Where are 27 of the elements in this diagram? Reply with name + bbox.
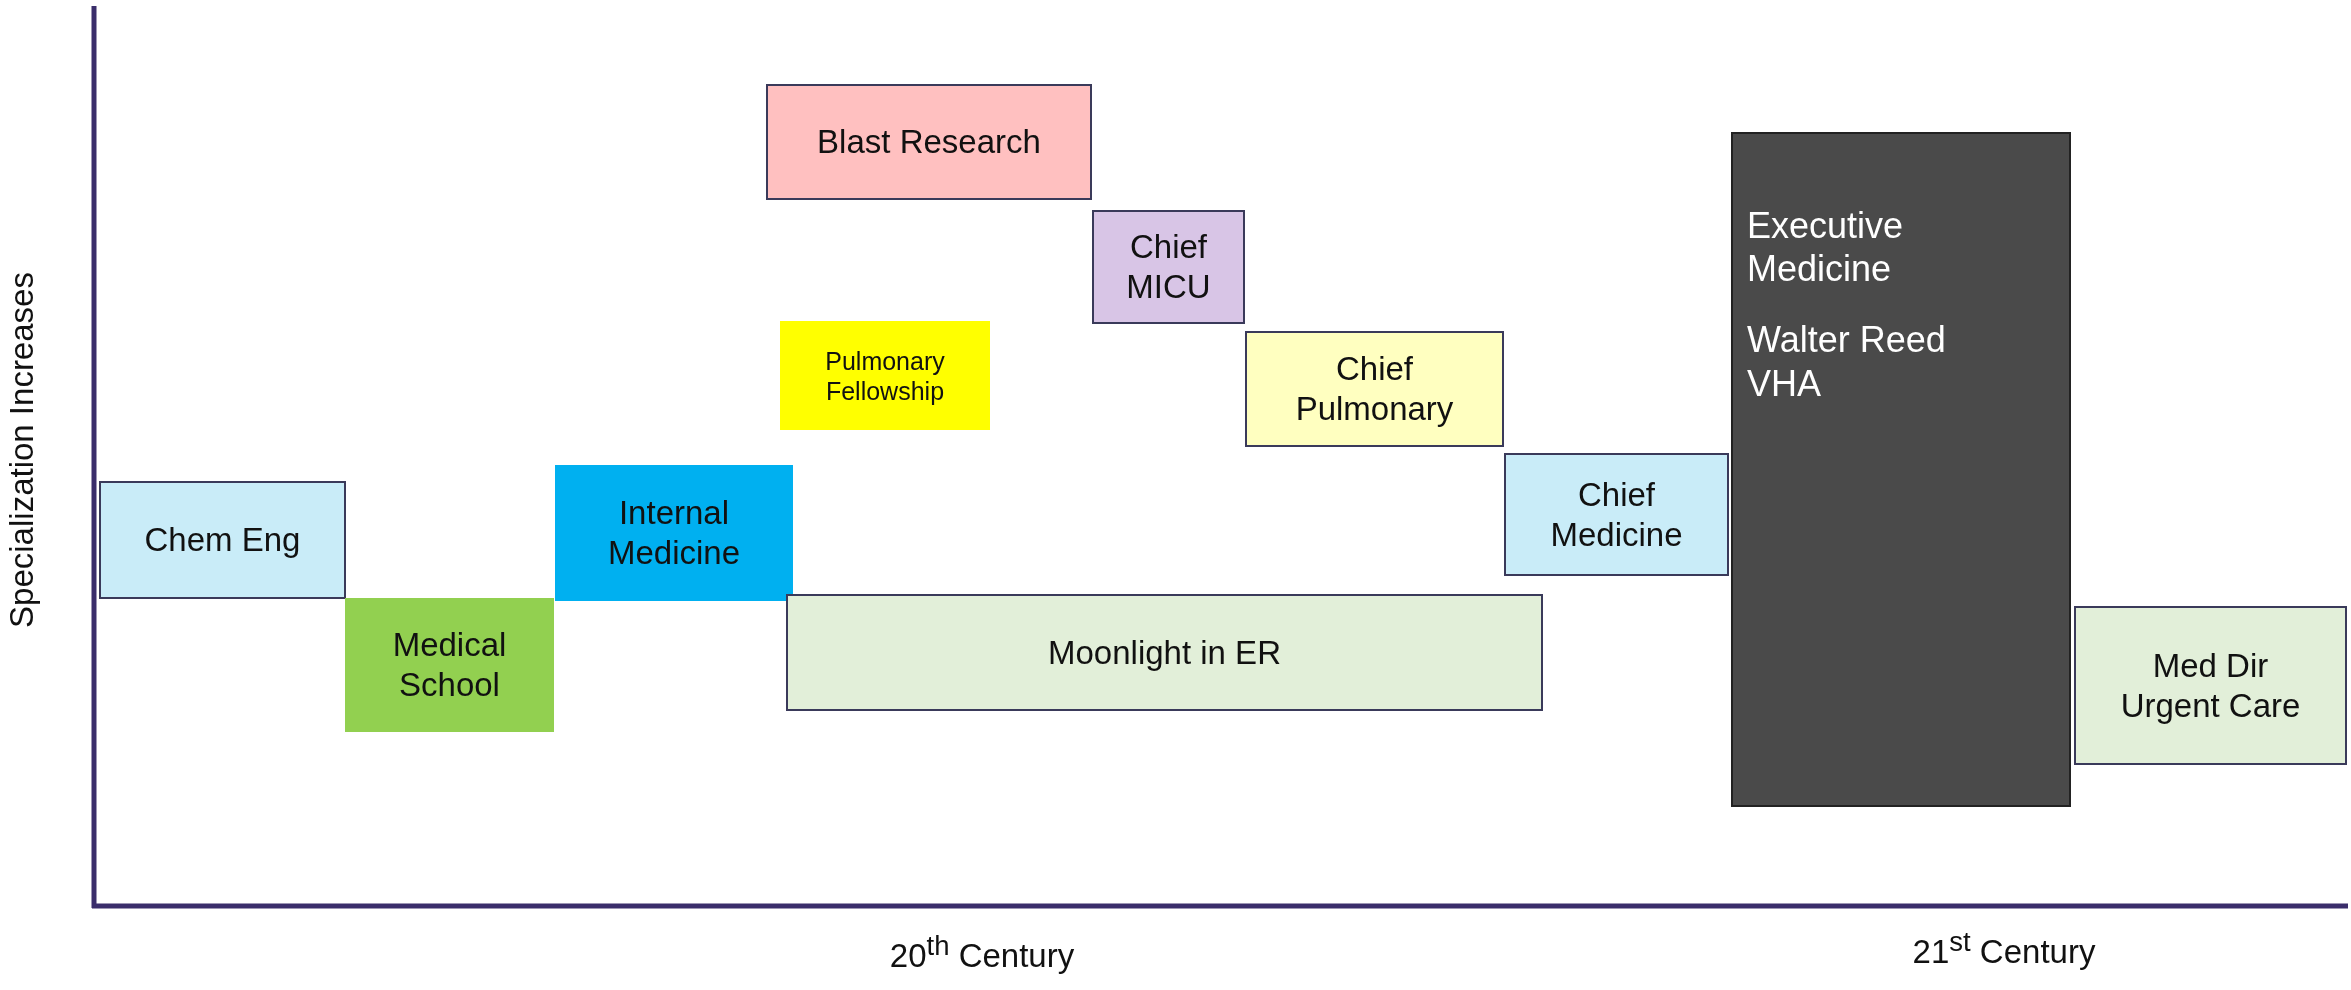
box-text: Pulmonary Fellowship <box>824 345 946 406</box>
career-stage-box <box>1245 331 1504 447</box>
box-text: Medical School <box>391 625 508 705</box>
box-text: Internal Medicine <box>606 493 742 573</box>
box-text: Walter Reed <box>1746 318 1947 362</box>
axis-label: Specialization Increases <box>3 272 41 628</box>
career-stage-box <box>1504 453 1729 576</box>
career-stage-box <box>1731 132 2071 807</box>
career-stage-box <box>1092 210 1245 324</box>
axis-label: 20$^{th}$ Century <box>889 929 1075 975</box>
box-text: Med Dir Urgent Care <box>2119 645 2302 726</box>
career-stage-box <box>766 84 1092 200</box>
box-text: VHA <box>1746 361 1823 405</box>
career-stage-box <box>555 465 793 601</box>
box-text: Moonlight in ER <box>1047 632 1282 673</box>
box-text: Chief Pulmonary <box>1294 349 1455 429</box>
box-text: Chem Eng <box>143 520 302 560</box>
box-text: Blast Research <box>816 122 1042 162</box>
career-stage-box <box>780 321 990 430</box>
career-stage-box <box>99 481 346 599</box>
axis-label: 21$^{st}$ Century <box>1912 925 2096 971</box>
box-text: Executive Medicine <box>1746 204 1905 291</box>
career-stage-box <box>2074 606 2347 765</box>
box-text: Chief Medicine <box>1549 474 1684 555</box>
box-text: Chief MICU <box>1125 227 1212 307</box>
career-stage-box <box>345 598 554 732</box>
career-stage-box <box>786 594 1543 711</box>
